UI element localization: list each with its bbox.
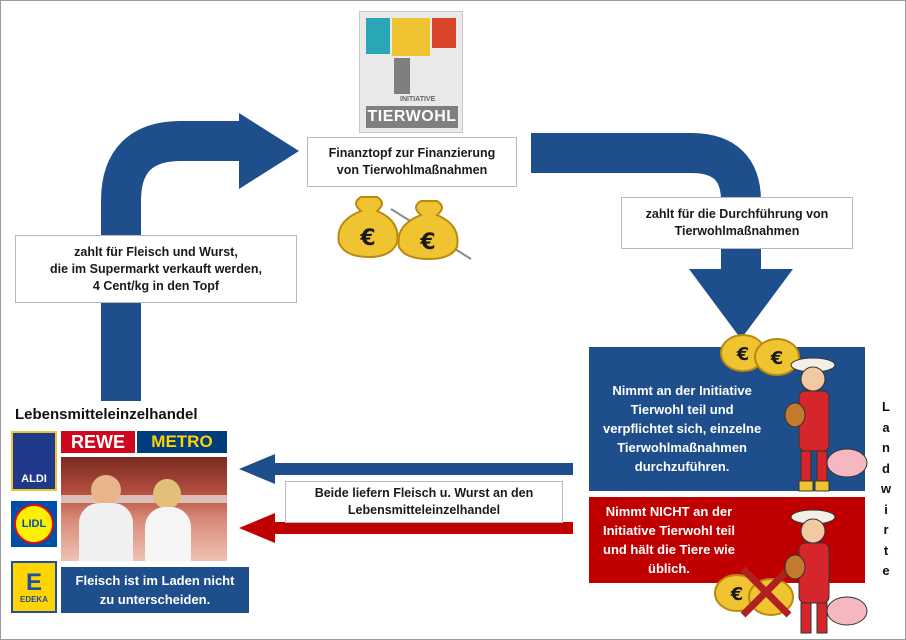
retail-to-fund-arrow xyxy=(101,121,241,401)
metro-logo: METRO xyxy=(137,431,227,453)
logo-name-bar xyxy=(366,106,458,128)
delivery-arrow-blue-shaft xyxy=(273,463,573,475)
fund-to-farmer-arrowhead xyxy=(689,269,793,339)
crossed-coins-icon: € xyxy=(714,566,794,618)
metro-logo-text: METRO xyxy=(151,432,213,451)
fund-box: Finanztopf zur Finanzierung von Tierwohl… xyxy=(307,137,517,187)
fund-pays-box: zahlt für die Durchführung von Tierwohlm… xyxy=(621,197,853,249)
aldi-logo-text: ALDI xyxy=(21,473,47,485)
side-label-letter: L xyxy=(882,399,890,414)
photo-person-1-body xyxy=(79,503,133,561)
rewe-logo: REWE xyxy=(61,431,135,453)
svg-text:€: € xyxy=(730,584,744,605)
delivery-box: Beide liefern Fleisch u. Wurst an den Le… xyxy=(285,481,563,523)
logo-gray-bar xyxy=(394,58,410,94)
photo-person-2-body xyxy=(145,507,191,561)
retail-pays-box: zahlt für Fleisch und Wurst, die im Supe… xyxy=(15,235,297,303)
edeka-logo-text: EDEKA xyxy=(19,594,48,604)
edeka-e-glyph: E xyxy=(25,568,42,596)
edeka-logo: E EDEKA xyxy=(11,561,57,613)
svg-text:€: € xyxy=(419,230,435,255)
farmer-illustration-2 xyxy=(784,509,868,634)
side-label-letter: e xyxy=(882,563,890,578)
retail-note: Fleisch ist im Laden nicht zu unterschei… xyxy=(61,567,249,613)
coins-icon: € € xyxy=(720,334,800,376)
logo-small-text: INITIATIVE xyxy=(400,96,436,103)
photo-person-2 xyxy=(153,479,181,509)
svg-text:€: € xyxy=(770,348,784,369)
retail-heading: Lebensmitteleinzelhandel xyxy=(15,406,198,423)
supermarket-photo xyxy=(61,457,227,561)
side-label-letter: t xyxy=(883,542,889,558)
delivery-arrow-red-head xyxy=(239,513,275,543)
rewe-logo-text: REWE xyxy=(71,431,125,452)
side-label-letter: w xyxy=(880,481,892,496)
delivery-arrow-red-shaft xyxy=(273,522,573,534)
side-label-letter: r xyxy=(883,522,889,537)
logo-red-block xyxy=(432,18,456,48)
logo-teal-block xyxy=(366,18,390,54)
logo-name: TIERWOHL xyxy=(367,108,457,125)
tierwohl-logo: INITIATIVE TIERWOHL xyxy=(359,11,463,133)
svg-text:€: € xyxy=(359,226,375,251)
farmer-illustration-1 xyxy=(784,357,868,492)
side-label-letter: n xyxy=(882,440,890,455)
side-label-letter: a xyxy=(882,419,890,435)
logo-gold-block xyxy=(392,18,430,56)
photo-shelf xyxy=(61,495,227,503)
money-bags-icon: € € xyxy=(337,196,472,261)
lidl-logo-disc: LIDL xyxy=(14,504,54,544)
side-label-letter: i xyxy=(884,501,888,517)
side-label-letter: d xyxy=(882,460,890,476)
lidl-logo-text: LIDL xyxy=(21,518,47,530)
delivery-arrow-blue-head xyxy=(239,454,275,484)
aldi-logo: ALDI xyxy=(11,431,57,491)
svg-text:€: € xyxy=(736,344,750,365)
photo-person-1 xyxy=(91,475,121,505)
lidl-logo: LIDL xyxy=(11,501,57,547)
farmers-side-label: L a n d w i r t e xyxy=(871,397,901,582)
retail-to-fund-arrowhead xyxy=(239,113,299,189)
